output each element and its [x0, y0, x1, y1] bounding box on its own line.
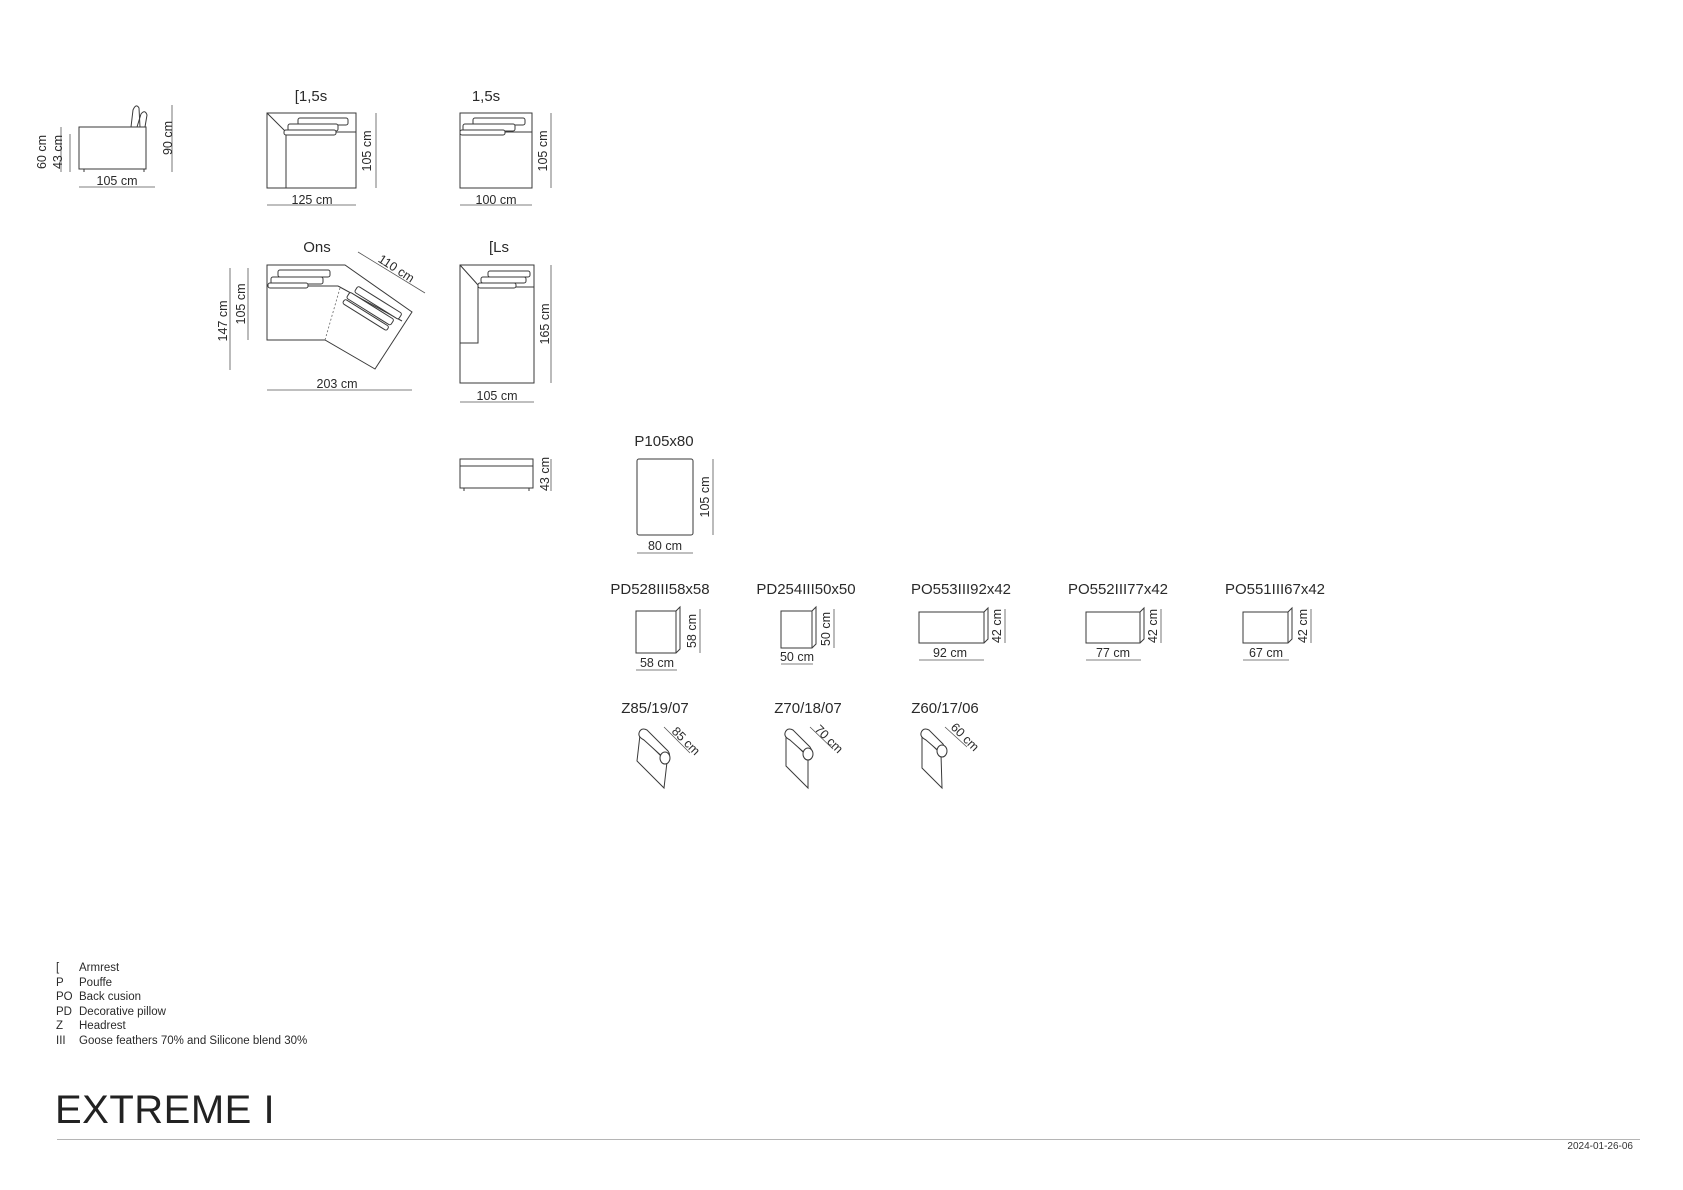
- legend-text: Headrest: [79, 1020, 126, 1032]
- legend-row: PO Back cusion: [56, 990, 307, 1005]
- pillow-height: 42 cm: [990, 609, 1004, 643]
- module-ons: Ons 203 cm 147 cm 105 cm 110 cm: [216, 239, 426, 391]
- pouffe-code: P105x80: [634, 433, 693, 450]
- module-width: 203 cm: [317, 377, 358, 391]
- headrest-length: 60 cm: [948, 720, 982, 754]
- legend-code: PD: [56, 1005, 72, 1018]
- pillow-height: 50 cm: [819, 612, 833, 646]
- legend-code: III: [56, 1034, 66, 1047]
- module-code: [1,5s: [295, 88, 328, 105]
- module-depth: 165 cm: [538, 304, 552, 345]
- pillow-po553: PO553III92x42 92 cm 42 cm: [911, 581, 1011, 661]
- headrest-z85: Z85/19/07 85 cm: [621, 700, 703, 790]
- module-depth-147: 147 cm: [216, 301, 230, 342]
- module-depth-105: 105 cm: [234, 284, 248, 325]
- pillow-code: PD254III50x50: [756, 581, 855, 598]
- module-diagonal: 110 cm: [376, 252, 417, 286]
- legend: [ Armrest P Pouffe PO Back cusion PD Decorat…: [56, 961, 307, 1048]
- legend-text: Decorative pillow: [79, 1005, 166, 1018]
- legend-code: PO: [56, 991, 73, 1003]
- module-armrest-1-5s: [1,5s 125 cm 105 cm: [266, 88, 377, 207]
- pouffe-width: 80 cm: [648, 539, 682, 553]
- side-height-43: 43 cm: [51, 135, 65, 169]
- pillow-code: PO553III92x42: [911, 581, 1011, 598]
- pouffe-depth: 105 cm: [698, 477, 712, 518]
- pillow-po551: PO551III67x42 67 cm 42 cm: [1225, 581, 1325, 661]
- headrest-z60: Z60/17/06 60 cm: [911, 700, 982, 790]
- module-code: 1,5s: [472, 88, 500, 105]
- pouffe-height: 43 cm: [538, 457, 552, 491]
- pillow-height: 42 cm: [1146, 609, 1160, 643]
- legend-text: Back cusion: [79, 991, 142, 1003]
- headrest-z70: Z70/18/07 70 cm: [774, 700, 846, 790]
- module-code: Ons: [303, 239, 331, 256]
- legend-text: Goose feathers 70% and Silicone blend 30…: [79, 1034, 308, 1047]
- headrest-length: 85 cm: [669, 724, 703, 758]
- module-width: 125 cm: [292, 193, 333, 207]
- pillow-code: PD528III58x58: [610, 581, 709, 598]
- pouffe-side-view: 43 cm: [459, 457, 552, 491]
- legend-text: Pouffe: [79, 976, 113, 989]
- pillow-width: 58 cm: [640, 656, 674, 670]
- legend-row: P Pouffe: [56, 976, 307, 991]
- pillow-width: 50 cm: [780, 650, 814, 664]
- module-code: [Ls: [489, 239, 509, 256]
- module-ls: [Ls 105 cm 165 cm: [459, 239, 552, 403]
- module-depth: 105 cm: [536, 131, 550, 172]
- pillow-width: 67 cm: [1249, 646, 1283, 660]
- document-date: 2024-01-26-06: [1567, 1141, 1633, 1152]
- legend-row: III Goose feathers 70% and Silicone blend…: [56, 1034, 307, 1049]
- module-width: 100 cm: [476, 193, 517, 207]
- legend-code: Z: [56, 1020, 64, 1032]
- headrest-code: Z70/18/07: [774, 700, 842, 717]
- headrest-code: Z60/17/06: [911, 700, 979, 717]
- pillow-height: 42 cm: [1296, 609, 1310, 643]
- side-height-90: 90 cm: [161, 121, 175, 155]
- pillow-code: PO551III67x42: [1225, 581, 1325, 598]
- pouffe-top-view: P105x80 80 cm 105 cm: [634, 433, 714, 554]
- module-1-5s: 1,5s 100 cm 105 cm: [459, 88, 552, 207]
- pillow-height: 58 cm: [685, 614, 699, 648]
- legend-code: [: [56, 962, 60, 974]
- side-depth: 105 cm: [97, 174, 138, 188]
- legend-row: [ Armrest: [56, 961, 307, 976]
- legend-row: PD Decorative pillow: [56, 1005, 307, 1020]
- legend-text: Armrest: [79, 962, 120, 974]
- headrest-length: 70 cm: [812, 722, 846, 756]
- pillow-po552: PO552III77x42 77 cm 42 cm: [1068, 581, 1168, 661]
- headrest-code: Z85/19/07: [621, 700, 689, 717]
- module-depth: 105 cm: [360, 131, 374, 172]
- module-width: 105 cm: [477, 389, 518, 403]
- pillow-pd254: PD254III50x50 50 cm 50 cm: [756, 581, 856, 665]
- document-title: EXTREME I: [55, 1088, 276, 1132]
- legend-code: P: [56, 976, 64, 989]
- legend-row: Z Headrest: [56, 1019, 307, 1034]
- footer-divider: [57, 1139, 1640, 1140]
- sofa-side-view: 60 cm 43 cm 90 cm 105 cm: [35, 105, 175, 188]
- pillow-width: 77 cm: [1096, 646, 1130, 660]
- side-height-60: 60 cm: [35, 135, 49, 169]
- pillow-pd528: PD528III58x58 58 cm 58 cm: [610, 581, 710, 671]
- pillow-code: PO552III77x42: [1068, 581, 1168, 598]
- pillow-width: 92 cm: [933, 646, 967, 660]
